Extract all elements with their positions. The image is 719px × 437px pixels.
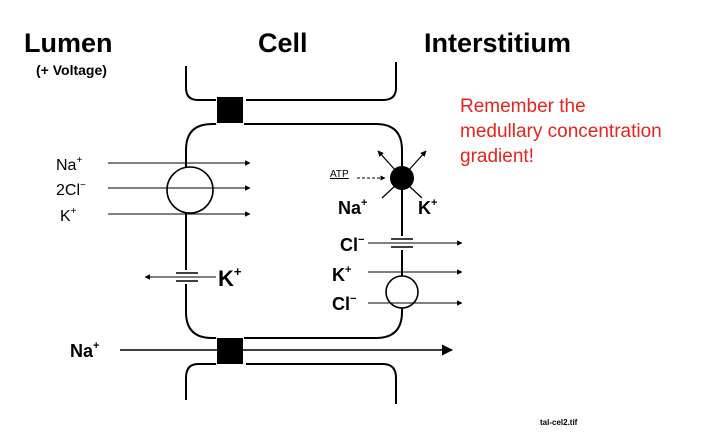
cl-label-channel: Cl− [340,234,364,255]
upper-cell-outline [185,62,397,101]
reminder-line-1: Remember the [460,96,586,117]
na-k-atpase-pump [390,166,414,190]
interstitium-header: Interstitium [424,28,572,58]
reminder-line-2: medullary concentration [460,121,662,142]
lumen-voltage-label: (+ Voltage) [36,62,107,78]
pump-k-in-line [407,184,423,199]
cell-header: Cell [258,28,308,58]
reminder-line-3: gradient! [460,146,534,167]
tight-junction-top [217,97,243,123]
k-label-kcc: K+ [332,264,351,285]
pump-k-out-arrow [407,150,427,172]
apical-membrane [185,123,216,339]
tight-junction-bottom [217,338,243,364]
figure-filename: tal-cel2.tif [540,418,578,427]
k-label-romk: K+ [218,264,242,291]
lower-cell-outline [185,363,397,404]
k-label-pump: K+ [418,197,437,218]
cl-label-kcc: Cl− [332,293,356,314]
basolateral-membrane [244,123,403,339]
nkcc2-cotransporter [166,166,214,214]
k-label-cotransporter: K+ [60,206,77,225]
na-label-cotransporter: Na+ [56,155,82,174]
kcc-cotransporter [385,275,419,309]
na-label-pump: Na+ [338,197,367,218]
na-label-paracellular: Na+ [70,340,99,361]
lumen-header: Lumen [24,28,113,58]
pump-na-in-line [381,184,397,199]
pump-na-out-arrow [377,150,397,172]
atp-label: ATP [330,169,349,180]
reminder-note: Remember the medullary concentration gra… [460,94,662,169]
cl-label-cotransporter: 2Cl− [56,180,86,199]
